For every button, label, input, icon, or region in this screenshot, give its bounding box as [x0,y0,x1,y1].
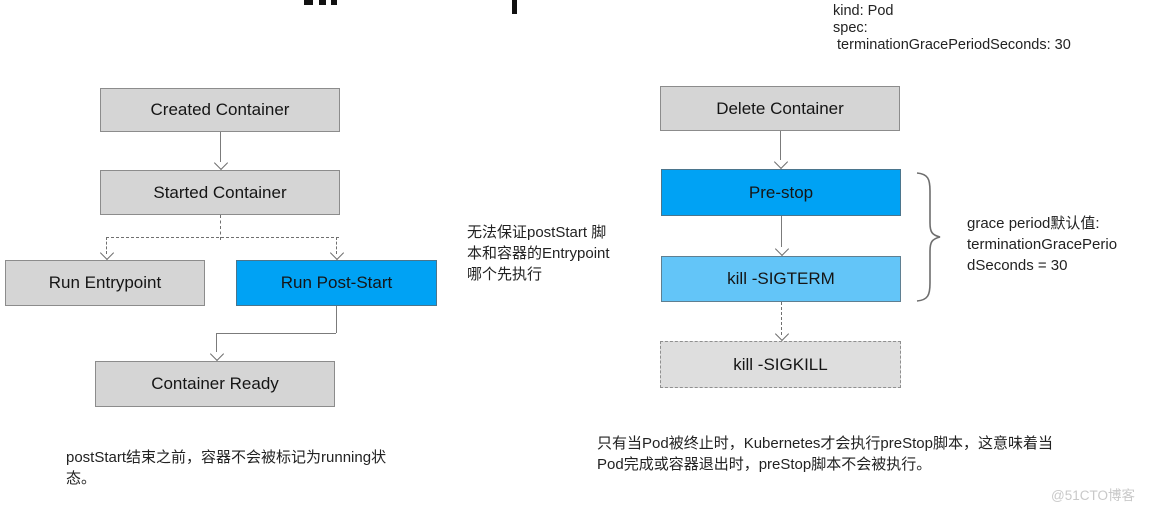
node-pre-stop: Pre-stop [661,169,901,216]
connector-line [216,333,217,352]
cropped-title-fragment [331,0,337,5]
note-line: dSeconds = 30 [967,257,1068,274]
connector-line [336,306,337,333]
cropped-title-fragment [319,0,326,5]
note-line: Pod完成或容器退出时，preStop脚本不会被执行。 [597,456,932,473]
note-line: postStart结束之前，容器不会被标记为running状 [66,449,387,466]
note-line: 态。 [66,470,97,487]
arrowhead-down [209,346,225,362]
connector-line [780,131,781,160]
code-line: kind: Pod [833,3,894,19]
grace-period-brace [916,172,941,302]
note-line: 只有当Pod被终止时，Kubernetes才会执行preStop脚本，这意味着当 [597,435,1053,452]
note-line: 哪个先执行 [467,266,543,283]
poststart-running-note: postStart结束之前，容器不会被标记为running状 态。 [66,447,386,489]
note-line: 无法保证postStart 脚 [467,224,607,241]
note-line: terminationGracePerio [967,236,1118,253]
connector-line-dashed [781,302,782,335]
connector-line-dashed [106,237,339,238]
arrowhead-down [773,154,789,170]
node-kill-sigkill: kill -SIGKILL [660,341,901,388]
node-started-container: Started Container [100,170,340,215]
connector-line [781,216,782,247]
connector-line [216,333,336,334]
pod-spec-code: kind: Pod spec: terminationGracePeriodSe… [833,3,1071,54]
poststart-race-note: 无法保证postStart 脚 本和容器的Entrypoint 哪个先执行 [467,222,610,285]
note-line: 本和容器的Entrypoint [467,245,610,262]
node-kill-sigterm: kill -SIGTERM [661,256,901,302]
grace-period-note: grace period默认值: terminationGracePerio d… [967,213,1117,276]
code-line: terminationGracePeriodSeconds: 30 [833,37,1071,53]
connector-line [220,132,221,162]
note-line: grace period默认值: [967,215,1100,232]
node-container-ready: Container Ready [95,361,335,407]
arrowhead-down [99,245,115,261]
connector-line-dashed [220,215,221,240]
node-run-post-start: Run Post-Start [236,260,437,306]
arrowhead-down [774,326,790,342]
connector-line-dashed [336,237,337,254]
arrowhead-down [774,241,790,257]
arrowhead-down [213,155,229,171]
node-created-container: Created Container [100,88,340,132]
node-delete-container: Delete Container [660,86,900,131]
cropped-title-fragment [304,0,313,5]
connector-line-dashed [106,237,107,254]
arrowhead-down [329,245,345,261]
watermark: @51CTO博客 [1051,488,1135,503]
prestop-condition-note: 只有当Pod被终止时，Kubernetes才会执行preStop脚本，这意味着当… [597,433,1053,475]
code-line: spec: [833,20,868,36]
node-run-entrypoint: Run Entrypoint [5,260,205,306]
cropped-title-fragment [512,0,517,14]
